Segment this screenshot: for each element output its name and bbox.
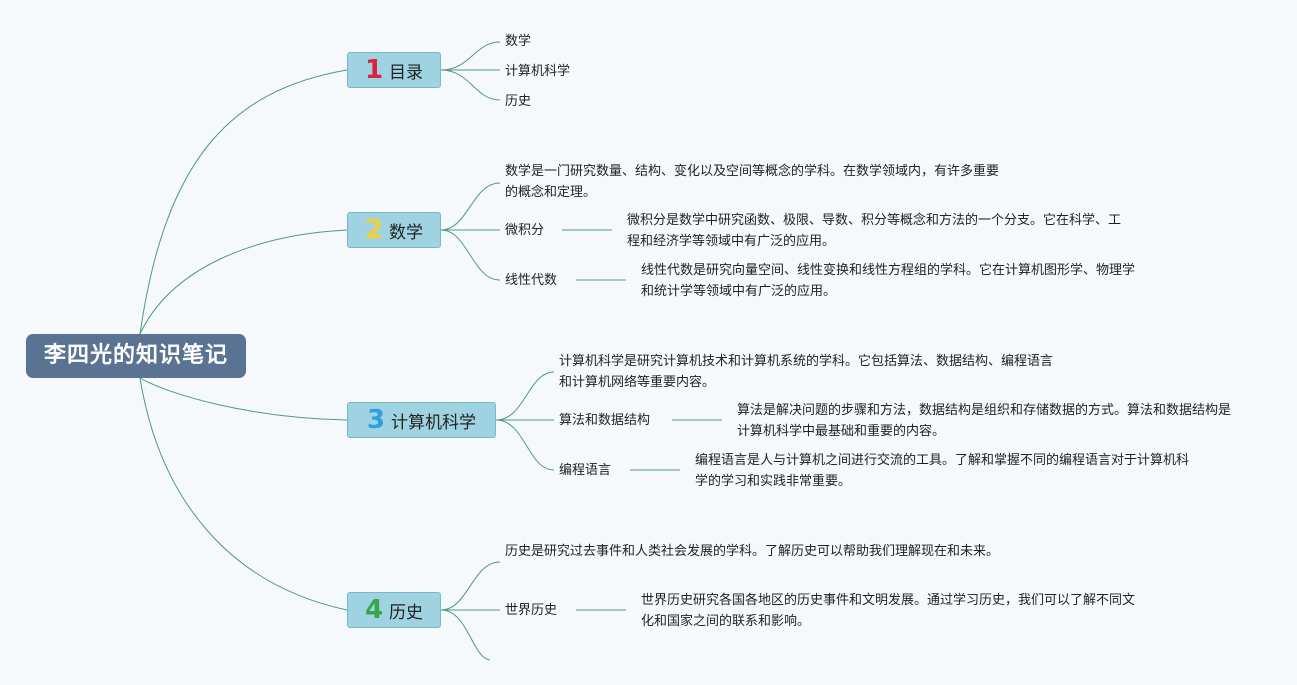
connector-root-b2 [139, 229, 348, 335]
branch-node-math[interactable]: 2 数学 [347, 212, 441, 248]
branch-number: 1 [364, 55, 384, 85]
math-topic-calculus-desc[interactable]: 微积分是数学中研究函数、极限、导数、积分等概念和方法的一个分支。它在科学、工程和… [627, 213, 1122, 249]
cs-topic-programming-languages-desc[interactable]: 编程语言是人与计算机之间进行交流的工具。了解和掌握不同的编程语言对于计算机科学的… [695, 453, 1190, 489]
contents-item-cs[interactable]: 计算机科学 [505, 64, 571, 79]
math-topic-calculus[interactable]: 微积分 [505, 223, 545, 238]
root-node[interactable]: 李四光的知识笔记 [26, 334, 246, 378]
branch-node-contents[interactable]: 1 目录 [347, 52, 441, 88]
cs-topic-algorithms-desc[interactable]: 算法是解决问题的步骤和方法，数据结构是组织和存储数据的方式。算法和数据结构是计算… [737, 403, 1232, 439]
contents-item-math[interactable]: 数学 [505, 34, 532, 49]
cs-topic-algorithms[interactable]: 算法和数据结构 [559, 413, 651, 428]
math-intro[interactable]: 数学是一门研究数量、结构、变化以及空间等概念的学科。在数学领域内，有许多重要的概… [505, 164, 1000, 200]
branch-label: 计算机科学 [391, 412, 477, 433]
math-topic-linear-algebra-desc[interactable]: 线性代数是研究向量空间、线性变换和线性方程组的学科。它在计算机图形学、物理学和统… [641, 263, 1136, 299]
history-topic-world[interactable]: 世界历史 [505, 603, 558, 618]
branch-number: 3 [366, 405, 386, 435]
cs-intro[interactable]: 计算机科学是研究计算机技术和计算机系统的学科。它包括算法、数据结构、编程语言和计… [559, 354, 1054, 390]
branch-label: 目录 [389, 62, 424, 83]
connector-root-b1 [139, 69, 348, 335]
cs-topic-programming-languages[interactable]: 编程语言 [559, 463, 612, 478]
connector-root-b3 [139, 377, 348, 421]
connector-root-b4 [139, 377, 348, 611]
history-topic-world-desc[interactable]: 世界历史研究各国各地区的历史事件和文明发展。通过学习历史，我们可以了解不同文化和… [641, 593, 1136, 629]
branch-label: 数学 [389, 222, 424, 243]
branch-label: 历史 [389, 602, 424, 623]
history-intro[interactable]: 历史是研究过去事件和人类社会发展的学科。了解历史可以帮助我们理解现在和未来。 [505, 544, 1000, 559]
branch-node-computer-science[interactable]: 3 计算机科学 [347, 402, 496, 438]
math-topic-linear-algebra[interactable]: 线性代数 [505, 273, 558, 288]
branch-node-history[interactable]: 4 历史 [347, 592, 441, 628]
branch-number: 4 [364, 595, 384, 625]
branch-number: 2 [364, 215, 384, 245]
contents-item-history[interactable]: 历史 [505, 94, 532, 109]
